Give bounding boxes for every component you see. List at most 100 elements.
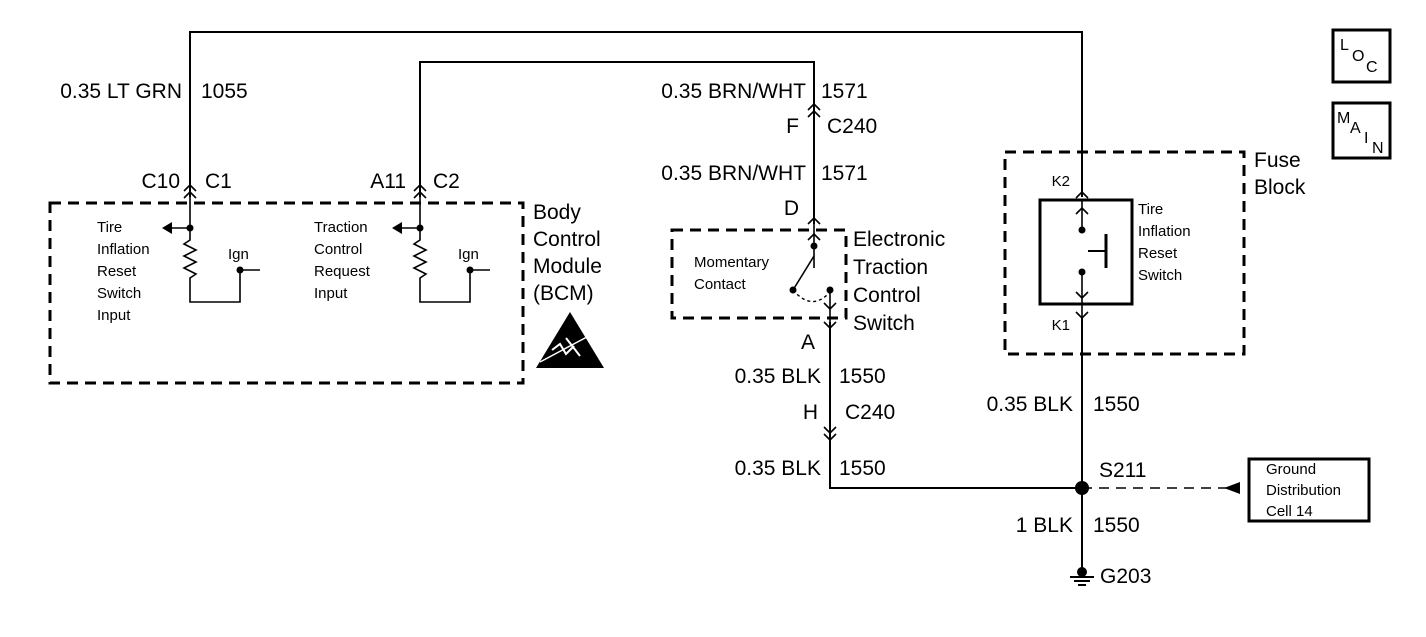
etcs-title-line: Control	[853, 284, 921, 307]
connector-c240-h-chevron	[823, 426, 837, 435]
wires	[189, 31, 1240, 572]
connector-c2-chevron	[413, 183, 427, 192]
wire-1571-top-circuit: 1571	[821, 80, 868, 103]
etcs-switch-arm	[792, 255, 815, 291]
bcm-input1-line: Inflation	[97, 241, 150, 258]
main-badge-letter: M	[1337, 110, 1350, 127]
splice-dot	[1075, 481, 1089, 495]
wire-1571-bottom-circuit: 1571	[821, 162, 868, 185]
bcm-outline	[48, 201, 525, 385]
connector-c240-f-chevron	[807, 102, 821, 111]
etcs-contact-line: Contact	[694, 276, 747, 293]
etcs-outline	[670, 228, 848, 320]
ground-distribution-arrow	[1224, 482, 1240, 494]
etcs-contact-line: Momentary	[694, 254, 770, 271]
connector-a-label: A	[801, 331, 815, 354]
wire-1550-etcs	[829, 322, 1082, 489]
fuse-block: Tire Inflation Reset Switch Fuse Block	[1003, 149, 1306, 356]
bcm-input2-resistor	[412, 228, 471, 303]
wire-1055-gauge: 0.35 LT GRN	[60, 80, 182, 103]
bcm-title-line: Control	[533, 228, 601, 251]
bcm-input1-resistor	[182, 228, 241, 303]
wire-labels: 0.35 LT GRN 1055 0.35 BRN/WHT 1571 0.35 …	[60, 80, 1140, 537]
wire-ground-circuit: 1550	[1093, 514, 1140, 537]
connector-k1-label: K1	[1052, 317, 1070, 334]
fuse-block-title: Fuse Block	[1254, 149, 1306, 199]
ground-distribution-line: Distribution	[1266, 482, 1341, 499]
tire-reset-switch-line: Tire	[1138, 201, 1163, 218]
bcm-input2-line: Request	[314, 263, 371, 280]
wire-1550-fuse-circuit: 1550	[1093, 393, 1140, 416]
bcm-input2-label: Traction Control Request Input	[314, 219, 371, 302]
wire-ground-gauge: 1 BLK	[1016, 514, 1073, 537]
wire-1571-top-gauge: 0.35 BRN/WHT	[661, 80, 806, 103]
bcm-title-line: Module	[533, 255, 602, 278]
bcm-input2-line: Control	[314, 241, 362, 258]
bcm-input2-line: Input	[314, 285, 348, 302]
connector-c240-h-chevron-2	[823, 433, 837, 442]
connector-k2-chevron	[1075, 190, 1089, 199]
fuse-block-title-line: Block	[1254, 176, 1306, 199]
connector-c10-label: C10	[141, 170, 180, 193]
ground-distribution-line: Cell 14	[1266, 503, 1313, 520]
bcm-input1-label: Tire Inflation Reset Switch Input	[97, 219, 150, 324]
connector-c1-chevron	[183, 183, 197, 192]
fuse-block-outline	[1003, 150, 1246, 356]
loc-badge-letter: C	[1366, 59, 1378, 76]
etcs-title-line: Traction	[853, 256, 928, 279]
tire-reset-switch-line: Switch	[1138, 267, 1182, 284]
bcm-ign1-label: Ign	[228, 246, 249, 263]
bcm-title-line: Body	[533, 201, 581, 224]
wire-1571-bottom-gauge: 0.35 BRN/WHT	[661, 162, 806, 185]
bcm-input1-line: Tire	[97, 219, 122, 236]
wire-1550-bottom-circuit: 1550	[839, 457, 886, 480]
main-badge-letter: A	[1350, 120, 1361, 137]
connector-c240-bottom-label: C240	[845, 401, 895, 424]
splice-label: S211	[1099, 459, 1147, 482]
connector-labels: C10 C1 A11 C2 F C240 D A H C240 K2 K1	[141, 115, 1070, 424]
traction-control-switch: Momentary Contact Electronic Traction Co…	[670, 224, 945, 335]
loc-badge: L O C	[1331, 28, 1392, 84]
fuse-block-title-line: Fuse	[1254, 149, 1301, 172]
connector-symbols	[183, 102, 1089, 442]
connector-d-chevron	[807, 216, 821, 225]
connector-c240-pin-f: F	[786, 115, 799, 138]
connector-a11-label: A11	[370, 170, 406, 193]
connector-k2-label: K2	[1052, 173, 1070, 190]
ground-distribution-line: Ground	[1266, 461, 1316, 478]
wire-1055	[189, 31, 1083, 197]
ground-label: G203	[1100, 565, 1151, 588]
connector-c1-label: C1	[205, 170, 232, 193]
tire-reset-switch-line: Reset	[1138, 245, 1178, 262]
ground-distribution-box: Ground Distribution Cell 14	[1247, 457, 1371, 523]
connector-d-label: D	[784, 197, 799, 220]
loc-badge-letter: L	[1340, 37, 1349, 54]
wire-1055-circuit: 1055	[201, 80, 248, 103]
main-badge-letter: I	[1364, 130, 1368, 147]
wire-1550-fuse-gauge: 0.35 BLK	[987, 393, 1073, 416]
esd-warning-icon	[536, 312, 604, 368]
loc-badge-letter: O	[1352, 48, 1364, 65]
etcs-momentary-return	[792, 289, 831, 303]
bcm-title-line: (BCM)	[533, 282, 594, 305]
etcs-title-line: Electronic	[853, 228, 945, 251]
ground-icon	[1070, 567, 1094, 586]
wire-1550-top-gauge: 0.35 BLK	[735, 365, 821, 388]
bcm-input2-line: Traction	[314, 219, 368, 236]
bcm-ign2-label: Ign	[458, 246, 479, 263]
bcm-input2-arrow	[392, 222, 402, 234]
etcs-contact-label: Momentary Contact	[694, 254, 770, 293]
connector-c2-label: C2	[433, 170, 460, 193]
tire-reset-switch-label: Tire Inflation Reset Switch	[1138, 201, 1191, 284]
wire-1550-top-circuit: 1550	[839, 365, 886, 388]
body-control-module: Ign Tire Inflation Reset Switch Input Ig…	[48, 201, 604, 385]
bcm-title: Body Control Module (BCM)	[533, 201, 602, 305]
bcm-input1-line: Input	[97, 307, 131, 324]
bcm-input1-arrow	[162, 222, 172, 234]
tire-reset-switch-box	[1038, 198, 1134, 306]
bcm-input1-line: Switch	[97, 285, 141, 302]
wire-1550-bottom-gauge: 0.35 BLK	[735, 457, 821, 480]
connector-c240-f-chevron-2	[807, 109, 821, 118]
